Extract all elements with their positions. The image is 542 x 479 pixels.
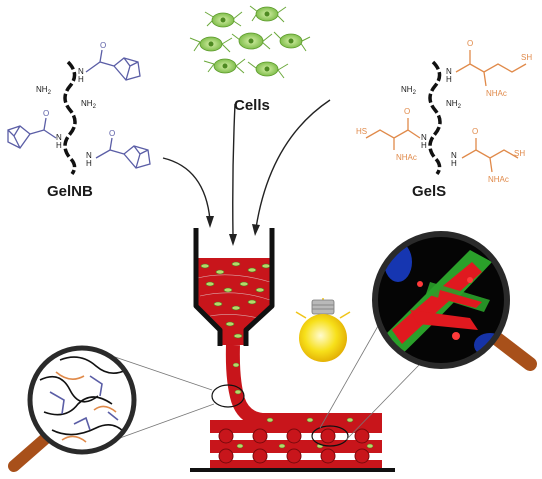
gels-o-bot: O [472,127,478,136]
magnifier-left-icon [8,345,137,472]
gels-h-mid: H [421,141,427,150]
gelnb-nh-mid: N [56,133,62,142]
gels-nhac-mid: NHAc [396,153,417,162]
gels-nhac-top: NHAc [486,89,507,98]
gels-label: GelS [412,183,447,200]
gelnb-nh-top: N [78,67,84,76]
magnifier-right-icon [372,231,537,371]
light-bulb-icon [295,298,351,362]
arrowhead-cells [229,234,237,246]
gels-hs-mid: HS [356,127,367,136]
gels-h-top: H [446,75,452,84]
gelnb-nh2-1: NH2 [36,85,52,96]
flow-arrows [162,99,331,237]
gels-nh-bot: N [451,151,457,160]
gelnb-o-top: O [100,41,106,50]
gelnb-h-mid: H [56,141,62,150]
gels-nh-top: N [446,67,452,76]
gels-h-bot: H [451,159,457,168]
printed-construct [190,344,395,472]
gelnb-h-bot: H [86,159,92,168]
arrowhead-gelnb [206,216,214,228]
cell-cluster-icon [189,5,311,79]
gels-nhac-bot: NHAc [488,175,509,184]
gels-o-top: O [467,39,473,48]
arrow-gelnb [162,157,211,221]
gels-structure: NH2 NH2 N H N H N H O O O SH NHAc HS NHA… [356,39,532,184]
gelnb-nh-bot: N [86,151,92,160]
gels-nh-mid: N [421,133,427,142]
gelnb-nh2-2: NH2 [81,99,97,110]
gels-sh-top: SH [521,53,532,62]
arrowhead-gels [252,224,260,236]
gelnb-o-bot: O [109,129,115,138]
arrow-gels [255,99,331,229]
gelnb-h-top: H [78,75,84,84]
gelnb-label: GelNB [47,183,93,200]
gels-o-mid: O [404,107,410,116]
gelnb-o-mid: O [43,109,49,118]
cells-label: Cells [234,97,270,114]
gels-sh-bot: SH [514,149,525,158]
arrow-cells [232,103,236,237]
zoom-lines [111,325,421,441]
syringe-icon [193,228,275,346]
gelnb-structure: NH2 NH2 N H N H N H O O O [7,41,151,176]
gels-nh2-2: NH2 [446,99,462,110]
gels-nh2-1: NH2 [401,85,417,96]
